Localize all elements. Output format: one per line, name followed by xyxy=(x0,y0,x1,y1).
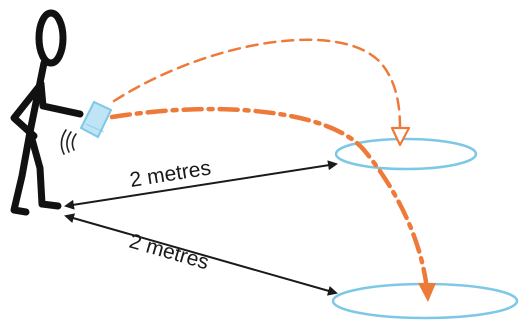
lower-distance-arrow xyxy=(64,213,338,296)
upper-distance-arrow xyxy=(64,160,338,210)
handheld-device-icon xyxy=(79,100,113,139)
upper-distance-label: 2 metres xyxy=(128,156,212,191)
stick-figure-icon xyxy=(10,9,84,216)
figure-front-arm xyxy=(37,80,84,118)
upper-trajectory-arrow xyxy=(112,38,411,147)
figure-front-leg xyxy=(26,128,62,210)
figure-back-leg xyxy=(10,128,34,216)
lower-distance-label: 2 metres xyxy=(127,230,212,275)
figure-head xyxy=(35,9,67,67)
near-target-ring xyxy=(334,137,478,171)
figure-torso xyxy=(26,59,48,136)
lower-trajectory-arrow xyxy=(109,106,436,302)
signal-waves-icon xyxy=(60,129,77,155)
